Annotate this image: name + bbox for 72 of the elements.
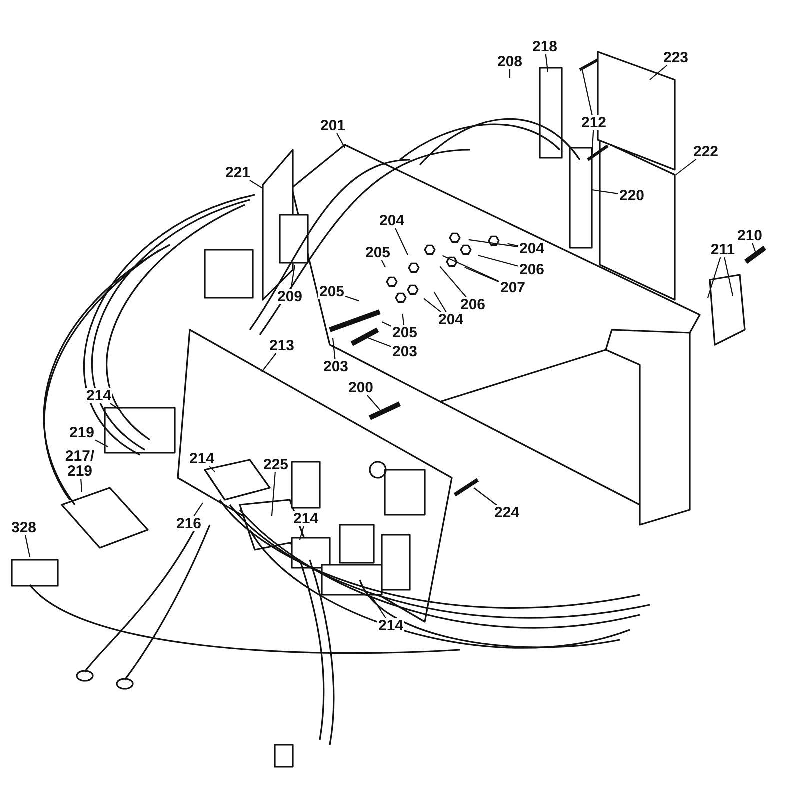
callout-number: 205: [391, 326, 419, 340]
callout-number: 222: [692, 144, 720, 160]
leader-line: [290, 264, 296, 290]
leader-line: [440, 266, 467, 298]
callout-number: 220: [618, 188, 646, 204]
callout-number: 205: [318, 284, 346, 300]
leader-line: [367, 395, 380, 410]
leader-line: [508, 243, 519, 247]
callout-number: 212: [580, 116, 608, 130]
leader-line: [381, 260, 386, 268]
callout-number: 216: [175, 516, 203, 532]
callout-number: 218: [531, 40, 559, 54]
leader-line: [382, 322, 392, 328]
leader-line: [581, 68, 593, 116]
callout-number: 217/ 219: [64, 449, 96, 479]
callout-number: 210: [736, 228, 764, 244]
leader-line: [545, 54, 549, 72]
leader-line: [724, 257, 734, 296]
callout-number: 214: [85, 388, 113, 404]
callout-number: 225: [262, 458, 290, 472]
callout-number: 204: [518, 242, 546, 256]
leader-line: [345, 296, 360, 302]
callout-number: 203: [391, 344, 419, 360]
leader-line: [194, 502, 204, 517]
callout-number: 201: [319, 118, 347, 134]
leader-line: [209, 466, 216, 472]
callout-number: 200: [347, 380, 375, 396]
leader-line: [25, 535, 31, 558]
leader-line: [332, 338, 336, 360]
callout-number: 224: [493, 506, 521, 520]
callout-number: 203: [322, 360, 350, 374]
callout-number: 214: [377, 618, 405, 634]
leader-line: [80, 478, 83, 492]
leader-line: [464, 266, 500, 283]
leader-line: [650, 65, 668, 80]
callout-number: 211: [710, 242, 736, 258]
leader-line: [676, 159, 697, 176]
leader-line: [262, 353, 277, 372]
callout-number: 219: [68, 426, 96, 440]
leader-line: [478, 255, 519, 267]
leader-line: [402, 314, 405, 326]
leader-line: [468, 239, 519, 248]
callout-number: 206: [518, 262, 546, 278]
callout-number: 206: [459, 298, 487, 312]
leader-line: [395, 228, 409, 256]
leader-line: [434, 292, 447, 313]
leader-line: [509, 70, 511, 78]
callout-number: 214: [188, 452, 216, 466]
leader-line: [110, 403, 120, 410]
callout-number: 328: [10, 520, 38, 536]
callout-number: 213: [268, 338, 296, 354]
leader-line: [271, 472, 276, 516]
leader-line: [336, 133, 346, 148]
callout-number: 221: [224, 166, 252, 180]
callout-number: 204: [437, 312, 465, 328]
callout-number: 223: [662, 50, 690, 66]
callout-number: 207: [499, 280, 527, 296]
leader-line: [95, 440, 108, 448]
leader-line: [368, 337, 392, 348]
leader-line: [474, 488, 498, 506]
leader-line: [299, 526, 304, 540]
leader-line: [707, 257, 722, 298]
callout-number: 204: [378, 214, 406, 228]
leader-line: [442, 255, 500, 282]
leader-line: [372, 596, 387, 619]
leader-line: [424, 298, 442, 313]
leader-line: [250, 180, 262, 188]
callout-number: 209: [276, 290, 304, 304]
callout-number: 205: [364, 246, 392, 260]
callout-number: 214: [292, 512, 320, 526]
callout-number: 208: [496, 54, 524, 70]
leader-line: [592, 189, 619, 195]
